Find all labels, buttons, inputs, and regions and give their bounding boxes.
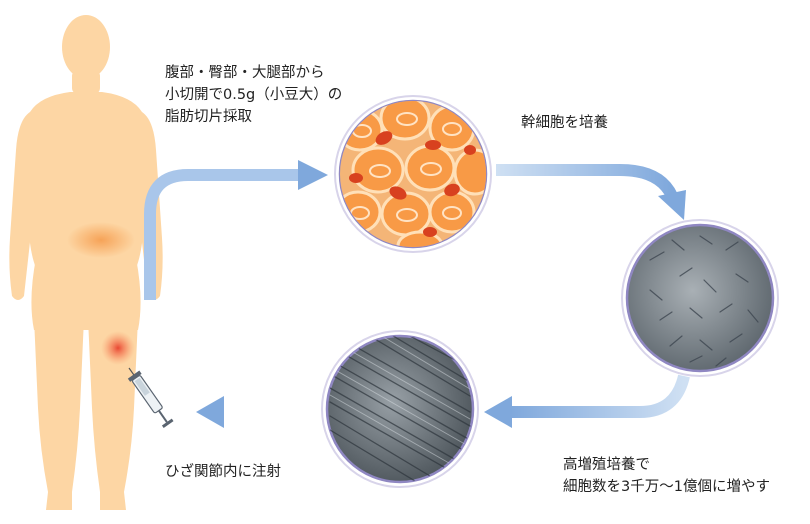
harvest-line-2: 小切開で0.5g（小豆大）の — [165, 87, 343, 103]
arrow-head-2 — [658, 190, 686, 220]
syringe-icon — [127, 367, 174, 428]
expand-line-2: 細胞数を3千万〜1億個に増やす — [563, 479, 770, 495]
culture-label: 幹細胞を培養 — [521, 115, 608, 131]
arrow-to-expansion — [510, 374, 690, 418]
cultured-stem-cells-circle — [621, 219, 779, 377]
expand-line-1: 高増殖培養で — [563, 457, 650, 473]
injection-label: ひざ関節内に注射 — [165, 464, 281, 480]
harvest-description: 腹部・臀部・大腿部から 小切開で0.5g（小豆大）の 脂肪切片採取 — [165, 62, 342, 128]
expanded-cells-circle — [321, 330, 479, 488]
fat-tissue-circle — [334, 95, 492, 253]
arrow-to-culture — [496, 164, 678, 199]
harvest-line-3: 脂肪切片採取 — [165, 109, 252, 125]
arrow-head-1 — [298, 160, 328, 190]
arrow-head-4 — [196, 396, 224, 428]
knee-injection-spot — [101, 331, 135, 365]
human-figure — [9, 15, 163, 510]
arrow-to-fat-tissue — [144, 169, 300, 300]
arrow-head-3 — [484, 396, 512, 428]
harvest-line-1: 腹部・臀部・大腿部から — [165, 65, 325, 81]
abdomen-harvest-highlight — [67, 222, 135, 258]
expansion-description: 高増殖培養で 細胞数を3千万〜1億個に増やす — [563, 454, 770, 498]
